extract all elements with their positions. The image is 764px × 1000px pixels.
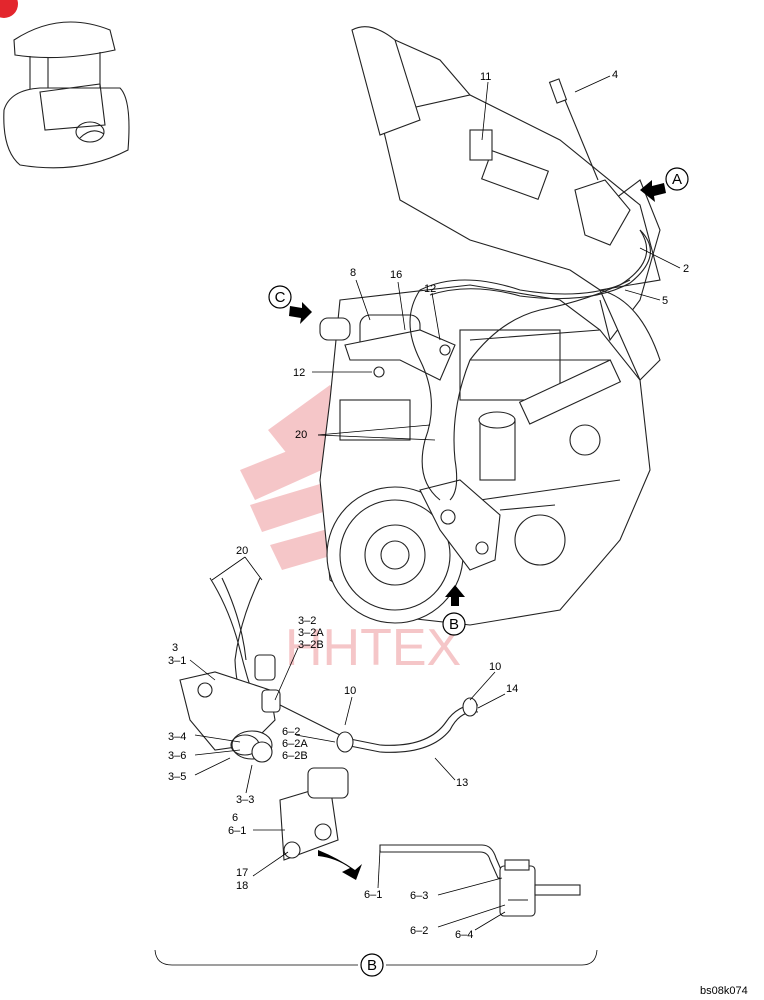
label-6-3: 6–3 [410, 890, 428, 902]
inset-cab-thumbnail [3, 21, 130, 169]
label-3-1: 3–1 [168, 655, 186, 667]
direction-arrows [289, 180, 666, 606]
label-3-2B: 3–2B [298, 639, 324, 651]
engine-assembly [319, 284, 661, 626]
callout-b-top: B [449, 616, 459, 633]
callout-a: A [672, 171, 682, 188]
label-12a: 12 [424, 283, 436, 295]
label-6: 6 [232, 812, 238, 824]
watermark-text: HHTEX [285, 619, 461, 677]
label-3-2: 3–2 [298, 615, 316, 627]
callout-markers: A C B B [268, 167, 689, 977]
label-3-3: 3–3 [236, 794, 254, 806]
label-8: 8 [350, 267, 356, 279]
label-13: 13 [456, 777, 468, 789]
label-6-2: 6–2 [282, 726, 300, 738]
label-11: 11 [480, 71, 491, 83]
callout-c: C [275, 289, 286, 306]
label-6-1: 6–1 [228, 825, 246, 837]
label-6-4: 6–4 [455, 929, 473, 941]
label-3-6: 3–6 [168, 750, 186, 762]
label-6-2A: 6–2A [282, 738, 308, 750]
label-10a: 10 [344, 685, 356, 697]
detail-b-linkage [179, 577, 479, 880]
label-3-2A: 3–2A [298, 627, 324, 639]
corner-badge-icon [0, 0, 18, 18]
label-14: 14 [506, 683, 518, 695]
watermark-logo: HHTEX [240, 385, 461, 677]
label-6-2B: 6–2B [282, 750, 308, 762]
label-17: 17 [236, 867, 248, 879]
operator-console [351, 26, 661, 342]
arrow-b-icon [445, 585, 465, 606]
label-4: 4 [612, 69, 618, 81]
arrow-a-icon [640, 180, 666, 202]
label-3-5: 3–5 [168, 771, 186, 783]
leader-lines [189, 75, 681, 931]
label-20b: 20 [236, 545, 248, 557]
diagram-id: bs08k074 [700, 985, 748, 997]
label-12b: 12 [293, 367, 305, 379]
label-16: 16 [390, 269, 402, 281]
label-3: 3 [172, 642, 178, 654]
label-6-1b: 6–1 [364, 889, 382, 901]
part-labels: 4 11 2 5 8 16 12 12 20 20 3 3–1 3–2 3–2A… [168, 69, 748, 997]
label-5: 5 [662, 295, 668, 307]
label-18: 18 [236, 880, 248, 892]
label-3-4: 3–4 [168, 731, 186, 743]
detail-6-1-bracket [379, 844, 581, 917]
arrow-c-icon [289, 302, 312, 324]
label-6-2b: 6–2 [410, 925, 428, 937]
detail-b-brace [154, 949, 598, 966]
callout-b-bottom: B [367, 957, 377, 974]
label-10b: 10 [489, 661, 501, 673]
label-20a: 20 [295, 429, 307, 441]
label-2: 2 [683, 263, 689, 275]
